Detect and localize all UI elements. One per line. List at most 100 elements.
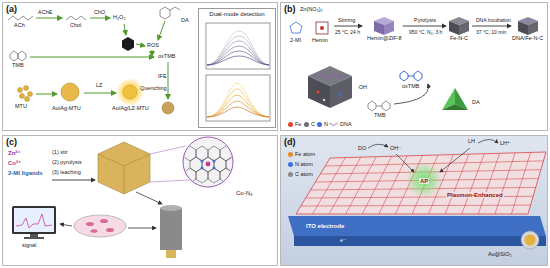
annotation-label: Quenching xyxy=(140,86,167,92)
molecule xyxy=(376,106,382,107)
molecule xyxy=(170,7,180,10)
cube-face xyxy=(518,21,528,35)
annotation-label: Hemin xyxy=(312,38,328,44)
chart-box: Dual-mode detection xyxy=(198,8,276,128)
annotation-label: DA xyxy=(181,18,189,24)
core-shell-particle xyxy=(525,235,536,246)
polyhedron xyxy=(124,166,125,194)
graphene-line xyxy=(301,152,544,214)
annotation-label: MTU xyxy=(15,104,27,110)
molecule xyxy=(414,71,422,81)
nanoparticle xyxy=(61,83,79,101)
gold-cluster xyxy=(24,86,29,91)
annotation-label: (2) pyrolysis xyxy=(52,160,82,166)
lattice xyxy=(184,146,238,183)
legend-item: DNA xyxy=(329,122,352,128)
legend-text: C atom xyxy=(295,171,313,177)
graphene-line xyxy=(301,205,531,207)
spectrum-curve xyxy=(207,89,269,117)
annotation-label: Stirring xyxy=(338,18,355,24)
cobalt-atom xyxy=(206,162,211,167)
panel-frame: (a)Dual-mode detection xyxy=(2,2,278,131)
annotation-label: H₂O₂ xyxy=(113,15,126,21)
annotation-label: AP xyxy=(419,178,429,184)
legend-text: C xyxy=(311,121,315,127)
molecule xyxy=(18,51,26,61)
glow xyxy=(116,78,144,106)
zoom-circle xyxy=(183,137,233,187)
nanozyme xyxy=(122,37,134,51)
catalyst-cube xyxy=(308,66,352,108)
reaction-arrow xyxy=(152,50,153,56)
dopamine-pyramid xyxy=(442,104,468,110)
annotation-label: ·OH xyxy=(357,85,367,91)
gold-cluster xyxy=(18,86,33,102)
annotation-label: Au@SiO₂ xyxy=(488,252,512,258)
legend-swatch xyxy=(288,172,293,177)
molecule xyxy=(160,7,170,19)
reaction-arrow xyxy=(84,93,116,94)
reaction-arrow xyxy=(136,44,145,46)
annotation-label: 2-MI xyxy=(290,38,301,44)
material-node: Hemin@ZIF-8 xyxy=(366,16,403,42)
nitrogen-atom xyxy=(213,167,216,170)
process-arrow xyxy=(394,84,428,104)
annotation-label: Zn(NO₃)₂ xyxy=(300,7,323,13)
annotation-label: 2-MI ligands xyxy=(8,170,43,176)
molecule xyxy=(66,16,86,20)
annotation-label: TMB xyxy=(12,63,24,69)
spectrum-curve xyxy=(207,107,269,117)
legend-item: Fe atom xyxy=(288,152,315,158)
process-arrow xyxy=(128,228,156,229)
electrode xyxy=(160,208,182,250)
annotation-label: Co²⁺ xyxy=(8,160,21,166)
legend-swatch xyxy=(288,152,293,157)
cell xyxy=(91,229,98,233)
reaction-arrow xyxy=(168,62,169,99)
process-arrow xyxy=(472,26,511,27)
cube-face xyxy=(384,21,394,35)
nitrogen-atom xyxy=(201,160,204,163)
legend-text: N xyxy=(324,121,328,127)
molecule xyxy=(368,101,376,111)
catalyst-cube xyxy=(339,93,342,96)
annotation-label: 37 °C, 10 min xyxy=(476,30,506,35)
monitor xyxy=(14,208,54,232)
cell xyxy=(86,222,94,226)
annotation-label: ITO electrode xyxy=(306,223,344,229)
legend-text: Fe atom xyxy=(295,151,315,157)
electrode xyxy=(166,250,176,258)
catalyst-cube xyxy=(330,76,352,108)
gold-cluster xyxy=(28,92,33,97)
material-node: Fe-N-C xyxy=(446,16,472,42)
legend-text: N atom xyxy=(295,161,313,167)
annotation-label: 25 °C, 24 h xyxy=(335,30,360,35)
annotation-label: OH⁻ xyxy=(390,146,401,152)
process-arrow xyxy=(403,26,446,27)
material-cube xyxy=(372,16,396,36)
annotation-label: DNA Incubation xyxy=(476,18,511,23)
polyhedron xyxy=(98,142,150,194)
plot-frame xyxy=(206,75,270,121)
catalyst-cube xyxy=(314,74,346,78)
process-arrow xyxy=(334,26,362,27)
polyhedron xyxy=(98,154,150,166)
zoom-line xyxy=(150,180,190,182)
catalyst-cube xyxy=(323,99,326,102)
annotation-label: TMB xyxy=(374,113,386,119)
material-cube xyxy=(516,16,540,36)
reaction-arrow xyxy=(440,148,470,172)
material-name: Hemin@ZIF-8 xyxy=(367,36,402,42)
panel-frame: (d) xyxy=(280,135,548,266)
core-shell-particle xyxy=(521,231,539,249)
annotation-label: Pyrolysis xyxy=(414,18,436,24)
active-site-glow xyxy=(406,162,442,198)
nitrogen-atom xyxy=(201,167,204,170)
cube-face xyxy=(459,21,469,35)
spectrum-plot xyxy=(199,9,275,127)
cube-face xyxy=(528,21,538,35)
dna-strand xyxy=(329,124,338,127)
annotation-label: Chol xyxy=(70,23,81,29)
